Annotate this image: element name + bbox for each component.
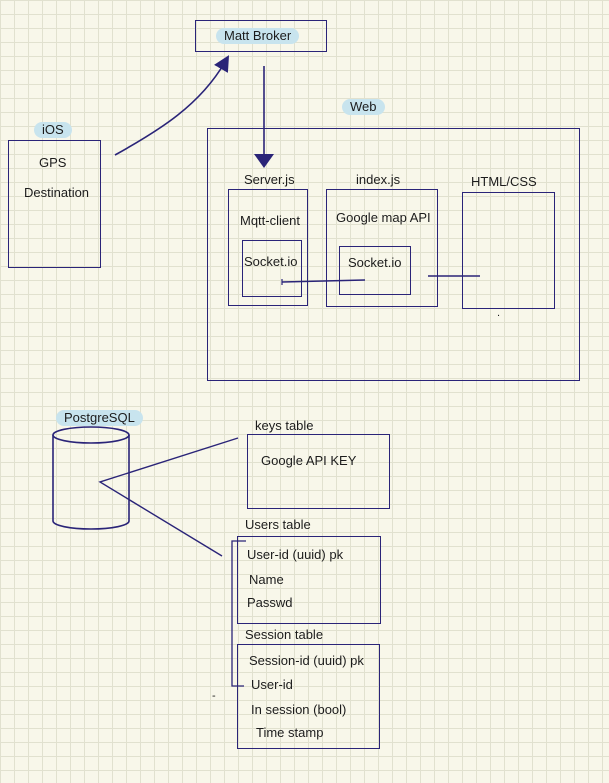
matt-broker-box: [195, 20, 327, 52]
index-js-title: index.js: [356, 172, 401, 187]
ios-gps-text: GPS: [39, 155, 67, 170]
session-table-box: [237, 644, 380, 749]
ios-label: iOS: [34, 122, 72, 138]
web-label: Web: [342, 99, 385, 115]
index-socket-text: Socket.io: [348, 255, 402, 270]
postgresql-cylinder: [52, 426, 130, 530]
server-js-box: [228, 189, 308, 306]
session-table-row: Time stamp: [256, 725, 324, 740]
index-js-box: [326, 189, 438, 307]
web-box: [207, 128, 580, 381]
db-to-tables-connector: [98, 437, 239, 557]
google-map-api-text: Google map API: [336, 210, 431, 225]
session-table-title: Session table: [245, 627, 324, 642]
users-table-row: User-id (uuid) pk: [247, 547, 344, 562]
socket-link-line: [281, 279, 366, 283]
ios-box: [8, 140, 101, 268]
keys-table-row: Google API KEY: [261, 453, 357, 468]
matt-broker-label: Matt Broker: [216, 28, 300, 44]
html-css-title: HTML/CSS: [471, 174, 537, 189]
server-socket-box: [242, 240, 302, 297]
server-socket-text: Socket.io: [244, 254, 298, 269]
ios-to-broker-arrow: [114, 55, 230, 156]
html-css-box: [462, 192, 555, 309]
user-id-relation-bracket: [231, 540, 246, 687]
users-table-box: [237, 536, 381, 624]
server-js-title: Server.js: [244, 172, 295, 187]
keys-table-title: keys table: [255, 418, 314, 433]
keys-table-box: [247, 434, 390, 509]
stray-mark: -: [212, 690, 216, 702]
mqtt-client-text: Mqtt-client: [240, 213, 300, 228]
users-table-row: Passwd: [247, 595, 293, 610]
ios-destination-text: Destination: [24, 185, 90, 200]
users-table-row: Name: [249, 572, 284, 587]
broker-to-server-arrowhead: [254, 154, 274, 168]
users-table-title: Users table: [245, 517, 311, 532]
postgresql-label: PostgreSQL: [56, 410, 143, 426]
session-table-row: Session-id (uuid) pk: [249, 653, 364, 668]
index-socket-box: [339, 246, 411, 295]
html-css-dot: .: [497, 307, 501, 319]
session-table-row: In session (bool): [251, 702, 347, 717]
session-table-row: User-id: [251, 677, 293, 692]
